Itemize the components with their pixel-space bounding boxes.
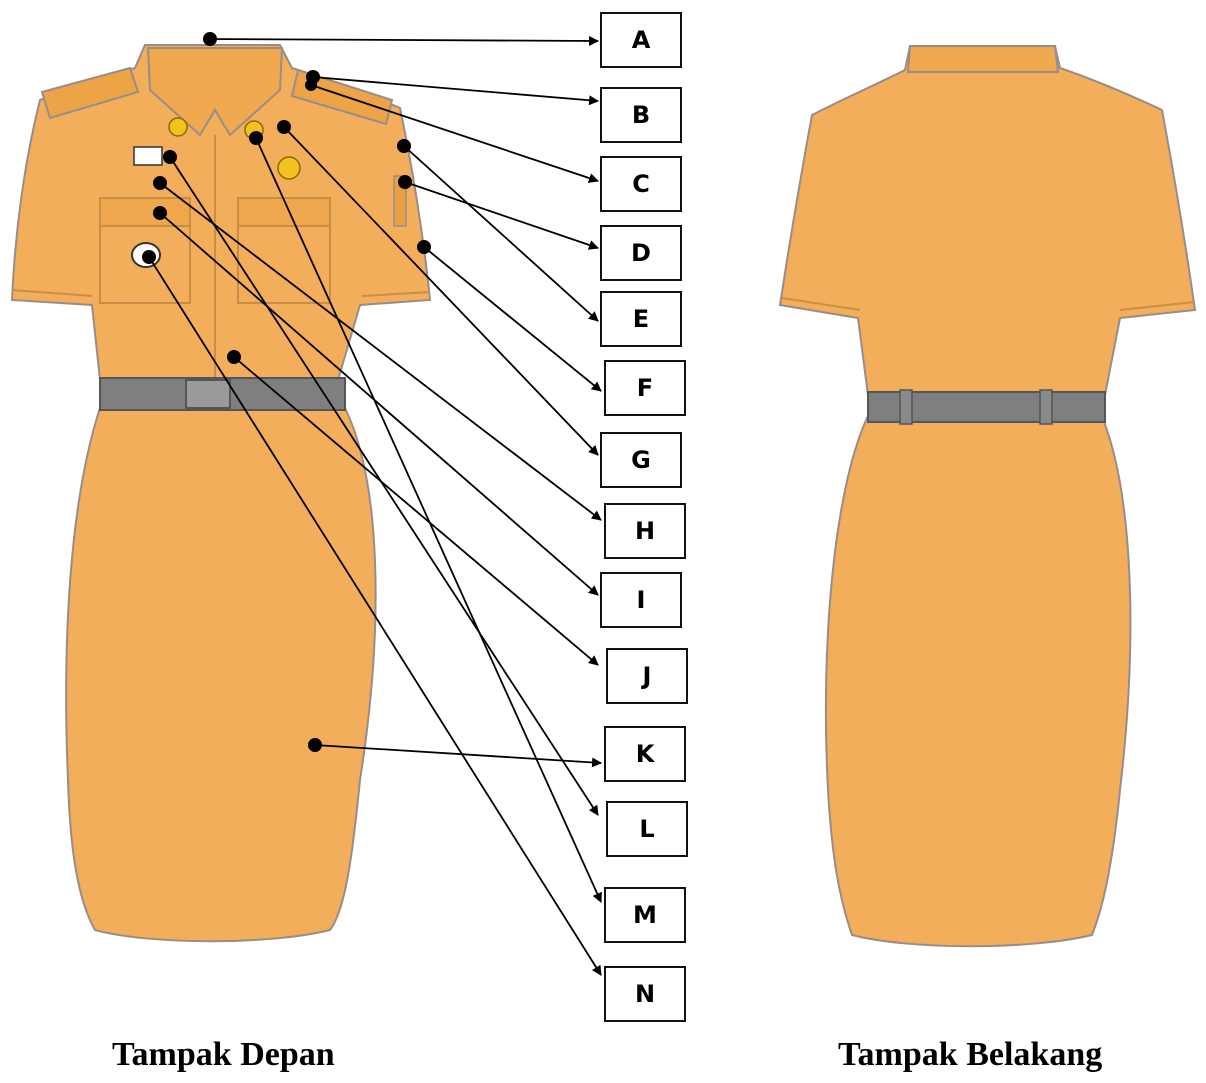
callout-line-J — [233, 356, 599, 666]
caption-back-view: Tampak Belakang — [838, 1036, 1103, 1073]
label-box-M: M — [604, 887, 686, 943]
label-box-C: C — [600, 156, 682, 212]
callout-lines — [148, 35, 602, 976]
back-left-sleeve-hem — [781, 297, 861, 311]
collar-pin-left — [168, 117, 188, 137]
anchor-J — [227, 350, 241, 364]
callout-line-G — [283, 126, 599, 456]
label-box-A: A — [600, 12, 682, 68]
chest-emblem — [277, 156, 301, 180]
back-belt-loop-right — [1039, 389, 1053, 425]
callout-line-L — [169, 156, 599, 816]
label-box-J: J — [606, 648, 688, 704]
anchor-N — [142, 250, 156, 264]
anchor-C — [305, 79, 317, 91]
name-tag-badge — [133, 146, 163, 166]
label-box-L: L — [606, 801, 688, 857]
anchor-M — [249, 131, 263, 145]
front-uniform — [10, 44, 432, 943]
anchor-L — [163, 150, 177, 164]
front-left-sleeve-hem — [11, 289, 93, 297]
callout-line-M — [255, 137, 602, 903]
back-collar — [906, 45, 1060, 73]
callout-line-N — [148, 256, 602, 976]
callout-line-K — [314, 744, 602, 768]
anchor-H — [153, 176, 167, 190]
label-box-N: N — [604, 966, 686, 1022]
label-box-I: I — [600, 572, 682, 628]
callout-line-I — [159, 212, 599, 596]
front-belt-buckle — [185, 379, 231, 409]
callout-line-B — [312, 76, 599, 106]
anchor-G — [277, 120, 291, 134]
callout-line-D — [404, 181, 599, 250]
anchor-E — [397, 139, 411, 153]
back-right-sleeve-hem — [1119, 301, 1196, 311]
callout-line-C — [310, 84, 599, 183]
anchor-F — [417, 240, 431, 254]
label-box-H: H — [604, 503, 686, 559]
callout-line-F — [423, 246, 602, 392]
anchor-D — [398, 175, 412, 189]
anchor-I — [153, 206, 167, 220]
anchor-K — [308, 738, 322, 752]
front-left-pocket-flap — [99, 197, 191, 227]
back-belt-loop-left — [899, 389, 913, 425]
callout-line-H — [159, 182, 602, 521]
label-box-B: B — [600, 87, 682, 143]
front-right-epaulette — [290, 68, 394, 126]
back-uniform — [778, 45, 1197, 948]
back-skirt — [824, 411, 1132, 948]
front-skirt — [65, 407, 377, 943]
front-collar — [146, 47, 284, 137]
label-box-G: G — [600, 432, 682, 488]
caption-front-view: Tampak Depan — [112, 1036, 335, 1073]
front-right-pocket-flap — [237, 197, 331, 227]
label-box-F: F — [604, 360, 686, 416]
callout-anchors — [142, 32, 431, 752]
anchor-A — [203, 32, 217, 46]
callout-line-A — [209, 35, 599, 46]
label-box-E: E — [600, 291, 682, 347]
label-box-D: D — [600, 225, 682, 281]
callout-line-E — [403, 145, 599, 322]
front-left-epaulette — [40, 66, 140, 120]
front-right-sleeve-hem — [361, 291, 431, 297]
label-box-K: K — [604, 726, 686, 782]
back-shirt — [778, 45, 1197, 396]
